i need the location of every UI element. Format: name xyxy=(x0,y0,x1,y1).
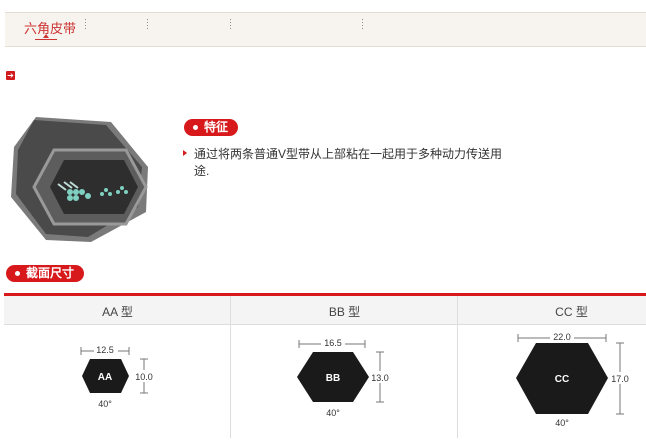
bb-label: BB xyxy=(326,373,340,384)
section-badge: 截面尺寸 xyxy=(6,265,85,282)
feature-description: 通过将两条普通V型带从上部粘在一起用于多种动力传送用途. xyxy=(194,147,503,178)
column-header-cc: CC 型 xyxy=(555,305,588,319)
tab-separator xyxy=(85,19,86,31)
column-header-aa: AA 型 xyxy=(102,305,133,319)
cc-label: CC xyxy=(555,374,569,385)
hex-belt-image xyxy=(11,117,148,242)
aa-width: 12.5 xyxy=(96,345,114,355)
bb-diagram: 16.5 BB 13.0 40° xyxy=(297,337,391,418)
bb-angle: 40° xyxy=(326,408,340,418)
bullet-icon xyxy=(183,150,187,156)
tab-bar: 六角皮带 xyxy=(5,12,646,47)
tab-hex-belt[interactable]: 六角皮带 xyxy=(24,21,77,36)
aa-diagram: 12.5 AA 10.0 40° xyxy=(80,344,155,409)
bb-width: 16.5 xyxy=(324,338,342,348)
cc-height: 17.0 xyxy=(611,374,629,384)
tab-separator xyxy=(147,19,148,31)
tab-underline xyxy=(35,39,57,40)
cc-diagram: 22.0 CC 17.0 40° xyxy=(516,331,631,428)
column-divider xyxy=(457,296,458,438)
column-header-bb: BB 型 xyxy=(328,305,361,319)
column-divider xyxy=(230,296,231,438)
arrow-right-icon[interactable]: ➔ xyxy=(6,71,15,80)
tab-active-marker xyxy=(43,34,49,38)
aa-label: AA xyxy=(98,372,112,383)
cc-width: 22.0 xyxy=(553,332,571,342)
tab-separator xyxy=(230,19,231,31)
feature-badge: 特征 xyxy=(184,119,239,136)
aa-height: 10.0 xyxy=(135,372,153,382)
aa-angle: 40° xyxy=(98,399,112,409)
cross-section-table: AA 型 BB 型 CC 型 12.5 AA 10.0 40° 16.5 BB … xyxy=(4,293,646,438)
tab-separator xyxy=(362,19,363,31)
bb-height: 13.0 xyxy=(371,373,389,383)
table-header-row: AA 型 BB 型 CC 型 xyxy=(4,296,646,325)
cc-angle: 40° xyxy=(555,418,569,428)
